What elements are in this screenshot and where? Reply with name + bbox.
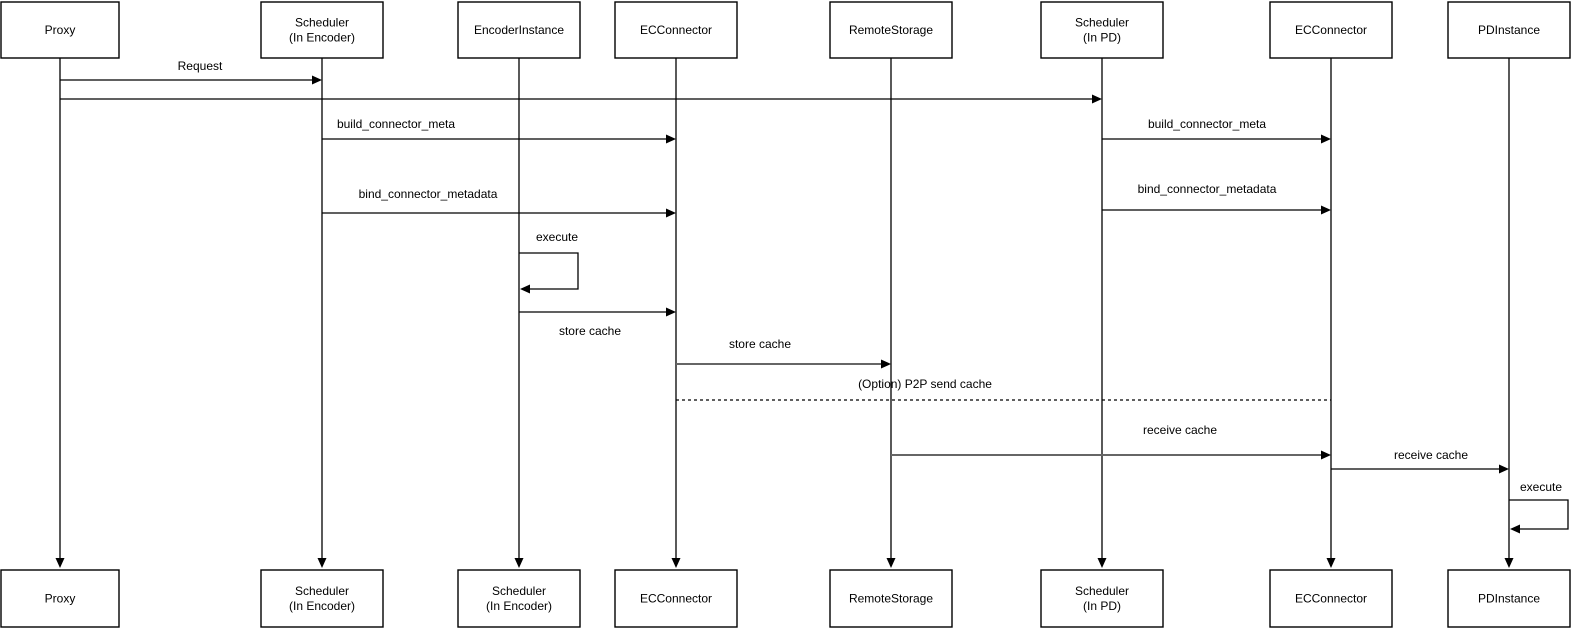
actor-label-bottom-scheduler-in-pd: Scheduler(In PD) — [1075, 584, 1129, 613]
self-message-arrowhead-execute-pd — [1510, 524, 1520, 534]
message-arrowhead-forward-to-pd — [1092, 94, 1102, 104]
message-arrowhead-build-connector-meta-pd — [1321, 134, 1331, 144]
actor-box-bottom-scheduler-in-encoder — [260, 569, 384, 628]
message-label-request: Request — [178, 59, 223, 73]
self-message-line-execute-pd — [1509, 499, 1569, 530]
actor-label-top-remote-storage: RemoteStorage — [849, 23, 933, 37]
lifeline-end-arrowhead-scheduler-in-encoder — [317, 558, 327, 568]
actor-label-bottom-proxy: Proxy — [45, 592, 76, 606]
actor-label-top-scheduler-in-pd: Scheduler(In PD) — [1075, 16, 1129, 45]
message-arrowhead-bind-connector-metadata-encoder — [666, 208, 676, 218]
actor-box-bottom-proxy — [0, 569, 120, 628]
message-label-bind-connector-metadata-pd: bind_connector_metadata — [1138, 182, 1277, 196]
message-arrowhead-bind-connector-metadata-pd — [1321, 205, 1331, 215]
lifeline-end-arrowhead-pd-instance — [1504, 558, 1514, 568]
actor-label-bottom-remote-storage: RemoteStorage — [849, 592, 933, 606]
self-message-line-execute-encoder — [519, 252, 579, 290]
actor-label-bottom-ec-connector-pd: ECConnector — [1295, 592, 1367, 606]
message-label-p2p-send-cache: (Option) P2P send cache — [858, 377, 992, 391]
lifeline-end-arrowhead-remote-storage — [886, 558, 896, 568]
actor-box-top-ec-connector-pd — [1269, 1, 1393, 59]
actor-label-top-ec-connector-pd: ECConnector — [1295, 23, 1367, 37]
lifeline-end-arrowhead-ec-connector-encoder — [671, 558, 681, 568]
self-message-arrowhead-execute-encoder — [520, 284, 530, 294]
actor-box-bottom-encoder-instance — [457, 569, 581, 628]
message-label-receive-cache-remote: receive cache — [1143, 423, 1217, 437]
message-arrowhead-receive-cache-pd — [1499, 464, 1509, 474]
message-label-encoder-store-cache: store cache — [559, 324, 621, 338]
actor-label-bottom-pd-instance: PDInstance — [1478, 592, 1540, 606]
lifeline-end-arrowhead-proxy — [55, 558, 65, 568]
actor-label-top-ec-connector-encoder: ECConnector — [640, 23, 712, 37]
actor-box-bottom-remote-storage — [829, 569, 953, 628]
message-arrowhead-request — [312, 75, 322, 85]
message-label-build-connector-meta-pd: build_connector_meta — [1148, 117, 1266, 131]
message-arrowhead-encoder-store-cache — [666, 307, 676, 317]
actor-box-bottom-scheduler-in-pd — [1040, 569, 1164, 628]
self-message-label-execute-encoder: execute — [536, 230, 578, 244]
message-label-store-cache-remote: store cache — [729, 337, 791, 351]
self-message-label-execute-pd: execute — [1520, 480, 1562, 494]
actor-box-top-remote-storage — [829, 1, 953, 59]
actor-box-bottom-ec-connector-encoder — [614, 569, 738, 628]
actor-box-bottom-ec-connector-pd — [1269, 569, 1393, 628]
actor-box-top-scheduler-in-pd — [1040, 1, 1164, 59]
actor-box-bottom-pd-instance — [1447, 569, 1571, 628]
actor-box-top-proxy — [0, 1, 120, 59]
lifeline-end-arrowhead-scheduler-in-pd — [1097, 558, 1107, 568]
actor-box-top-pd-instance — [1447, 1, 1571, 59]
message-arrowhead-receive-cache-remote — [1321, 450, 1331, 460]
message-label-bind-connector-metadata-encoder: bind_connector_metadata — [359, 187, 498, 201]
actor-label-bottom-encoder-instance: Scheduler(In Encoder) — [486, 584, 552, 613]
actor-label-top-proxy: Proxy — [45, 23, 76, 37]
actor-box-top-encoder-instance — [457, 1, 581, 59]
message-arrowhead-store-cache-remote — [881, 359, 891, 369]
actor-box-top-ec-connector-encoder — [614, 1, 738, 59]
actor-label-top-encoder-instance: EncoderInstance — [474, 23, 564, 37]
actor-label-bottom-ec-connector-encoder: ECConnector — [640, 592, 712, 606]
actor-label-top-pd-instance: PDInstance — [1478, 23, 1540, 37]
message-label-build-connector-meta-encoder: build_connector_meta — [337, 117, 455, 131]
lifeline-end-arrowhead-ec-connector-pd — [1326, 558, 1336, 568]
actor-label-bottom-scheduler-in-encoder: Scheduler(In Encoder) — [289, 584, 355, 613]
message-label-receive-cache-pd: receive cache — [1394, 448, 1468, 462]
actor-label-top-scheduler-in-encoder: Scheduler(In Encoder) — [289, 16, 355, 45]
message-arrowhead-build-connector-meta-encoder — [666, 134, 676, 144]
lifeline-end-arrowhead-encoder-instance — [514, 558, 524, 568]
